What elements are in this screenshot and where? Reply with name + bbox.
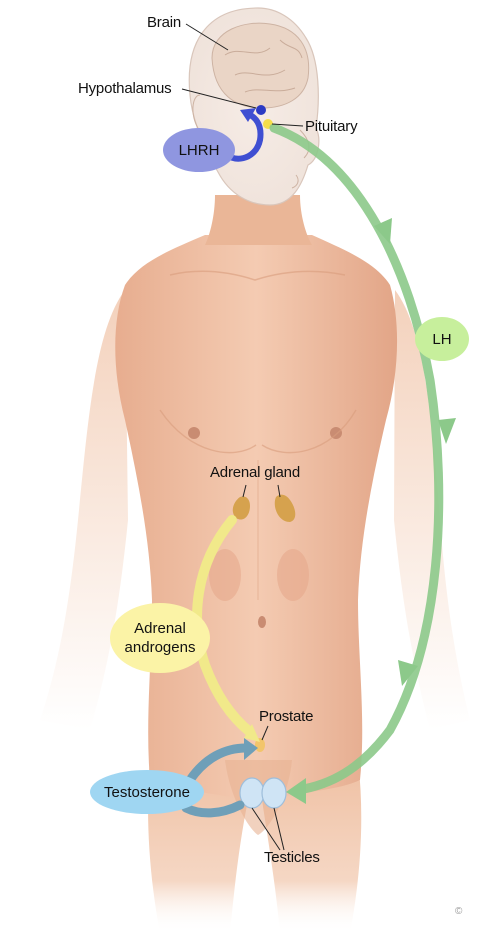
adrenal-gland-label: Adrenal gland xyxy=(210,464,300,481)
torso xyxy=(115,235,397,800)
lhrh-text: LHRH xyxy=(179,141,220,160)
lhrh-label: LHRH xyxy=(163,128,235,172)
adrenal-androgens-line1: Adrenal xyxy=(134,619,186,638)
navel xyxy=(258,616,266,628)
left-arm xyxy=(40,290,128,730)
testicles-label: Testicles xyxy=(264,849,320,866)
lh-label: LH xyxy=(415,317,469,361)
hypothalamus-label: Hypothalamus xyxy=(78,80,171,97)
right-testicle xyxy=(262,778,286,808)
right-nipple xyxy=(330,427,342,439)
brain-shape xyxy=(212,23,309,108)
prostate-label: Prostate xyxy=(259,708,313,725)
adrenal-androgens-label: Adrenal androgens xyxy=(110,603,210,673)
testosterone-text: Testosterone xyxy=(104,783,190,802)
adrenal-androgens-line2: androgens xyxy=(125,638,196,657)
hypothalamus-marker xyxy=(256,105,266,115)
copyright-mark: © xyxy=(455,906,462,917)
lh-text: LH xyxy=(432,330,451,349)
brain-label: Brain xyxy=(147,14,181,31)
left-nipple xyxy=(188,427,200,439)
pituitary-label: Pituitary xyxy=(305,118,357,135)
testosterone-label: Testosterone xyxy=(90,770,204,814)
right-kidney xyxy=(277,549,309,601)
